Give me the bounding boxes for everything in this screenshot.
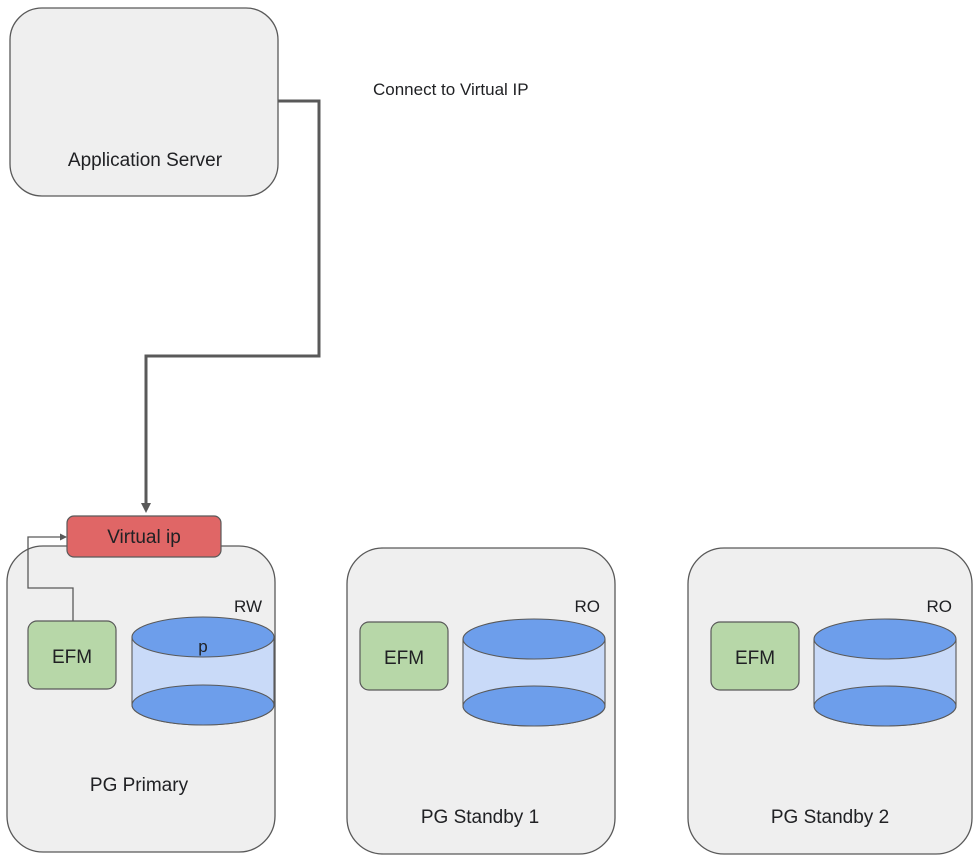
pg-standby-2-mode: RO xyxy=(927,597,953,616)
pg-standby-2-efm-box xyxy=(710,621,800,691)
connection-label: Connect to Virtual IP xyxy=(373,80,529,99)
application-server-node: Application Server xyxy=(9,7,279,197)
pg-standby-2-database-icon xyxy=(813,618,957,727)
pg-primary-label: PG Primary xyxy=(90,775,189,796)
pg-standby-1-efm-box xyxy=(359,621,449,691)
pg-standby-2-efm-label: EFM xyxy=(735,648,775,669)
virtual-ip-label: Virtual ip xyxy=(107,527,181,548)
pg-primary-database-icon xyxy=(131,616,275,726)
pg-standby-1-database-icon xyxy=(462,618,606,727)
connection-line xyxy=(141,99,321,513)
pg-standby-2-node: RO EFM PG Standby 2 xyxy=(687,547,973,855)
pg-primary-mode: RW xyxy=(234,597,262,616)
pg-standby-1-efm-label: EFM xyxy=(384,648,424,669)
pg-primary-efm-box xyxy=(27,620,117,690)
pg-standby-1-label: PG Standby 1 xyxy=(421,807,539,828)
virtual-ip-box xyxy=(66,515,222,558)
pg-primary-node: RW EFM p PG Primary xyxy=(6,545,276,853)
pg-standby-1-node: RO EFM PG Standby 1 xyxy=(346,547,616,855)
pg-primary-efm-label: EFM xyxy=(52,647,92,668)
virtual-ip-node: Virtual ip xyxy=(66,515,222,558)
efm-to-virtual-ip-arrow xyxy=(27,533,74,621)
pg-primary-db-label: p xyxy=(198,637,207,656)
pg-standby-1-mode: RO xyxy=(575,597,601,616)
application-server-label: Application Server xyxy=(68,150,223,171)
pg-standby-2-label: PG Standby 2 xyxy=(771,807,889,828)
